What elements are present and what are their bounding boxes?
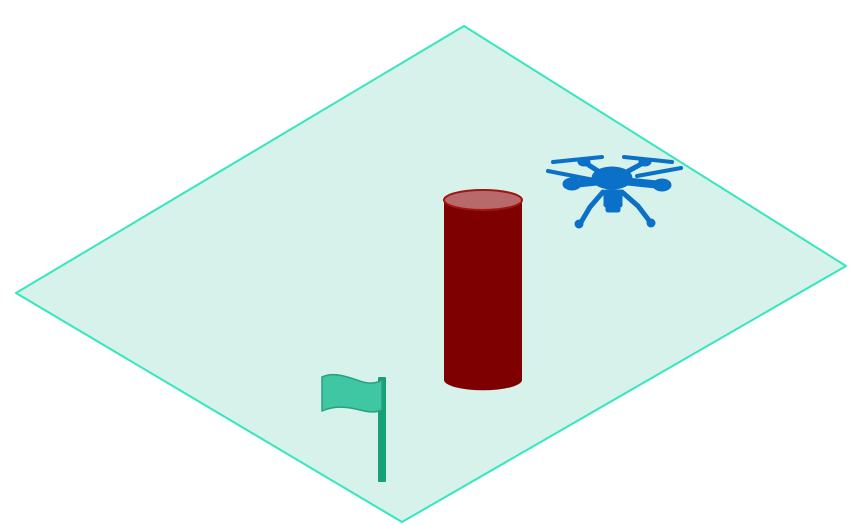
drone-camera-gimbal xyxy=(603,189,623,208)
quadcopter-icon xyxy=(546,155,683,229)
drone-propeller xyxy=(622,155,674,164)
drone-foot xyxy=(646,218,656,228)
drone-motor xyxy=(652,178,672,192)
goal-flag xyxy=(321,373,386,482)
ground-plane xyxy=(15,25,847,523)
drone-camera xyxy=(605,204,621,213)
cylinder-obstacle-body xyxy=(444,201,522,391)
drone-body xyxy=(591,166,633,190)
drone-landing-gear xyxy=(619,189,654,226)
drone-propeller xyxy=(546,169,596,182)
drone-propeller xyxy=(551,155,604,164)
drone-landing-gear xyxy=(577,189,606,227)
drone-motor xyxy=(562,177,582,191)
flag-icon xyxy=(321,373,383,413)
drone-propeller xyxy=(635,166,683,178)
cylinder-obstacle xyxy=(443,189,523,391)
cylinder-obstacle-top xyxy=(443,189,523,211)
drone-foot xyxy=(574,219,584,229)
